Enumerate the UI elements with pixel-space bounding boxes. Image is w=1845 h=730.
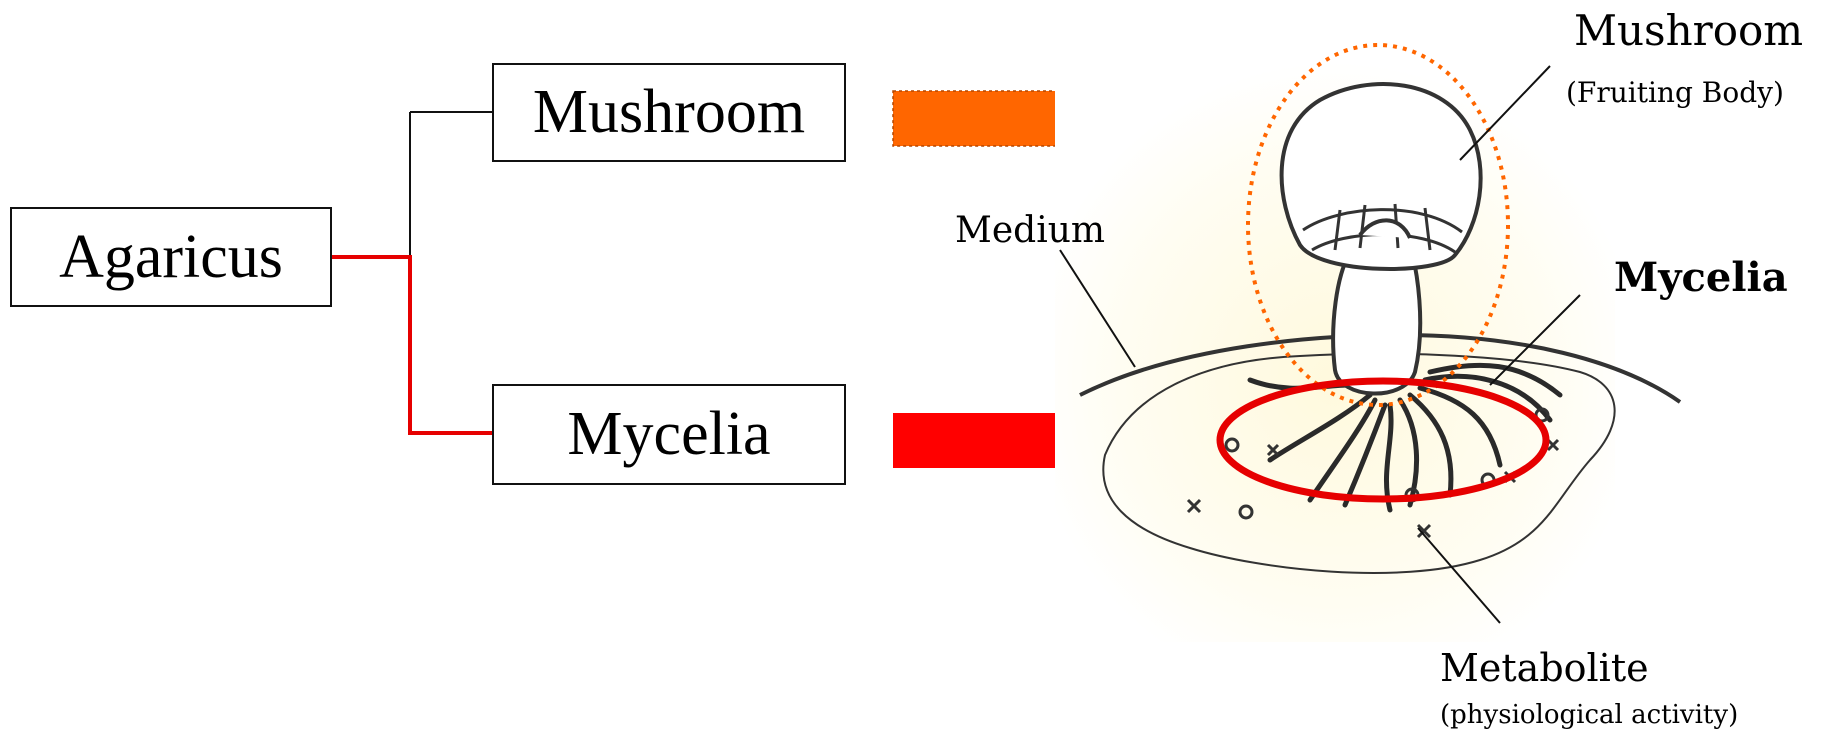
node-mushroom: Mushroom — [492, 63, 846, 162]
label-mushroom: Mushroom — [1574, 6, 1803, 55]
label-physiological-activity: (physiological activity) — [1440, 700, 1738, 730]
mushroom-cap — [1282, 84, 1481, 269]
label-fruiting-body: (Fruiting Body) — [1566, 76, 1784, 109]
label-medium: Medium — [955, 210, 1105, 251]
highlight-path-to-mycelia — [332, 257, 492, 433]
node-agaricus: Agaricus — [10, 207, 332, 307]
label-metabolite: Metabolite — [1440, 646, 1649, 690]
label-mycelia: Mycelia — [1614, 254, 1788, 301]
node-mycelia: Mycelia — [492, 384, 846, 485]
